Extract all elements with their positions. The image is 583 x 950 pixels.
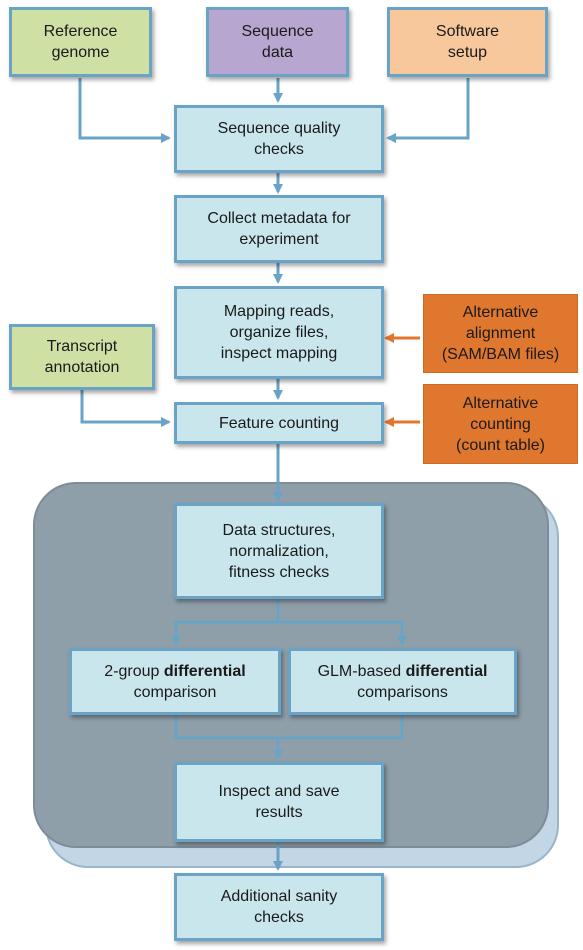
connector-split-right (278, 620, 407, 646)
connector-merge-right (278, 714, 404, 740)
software-setup-box: Software setup (387, 7, 548, 77)
glm-bold: differential (405, 662, 488, 680)
two-group-comparison-text: 2-group differential comparison (104, 661, 245, 703)
collect-metadata-box: Collect metadata for experiment (174, 195, 384, 263)
alternative-alignment-box: Alternative alignment (SAM/BAM files) (423, 294, 578, 373)
reference-genome-label: Reference genome (43, 23, 118, 61)
transcript-annotation-box: Transcript annotation (9, 324, 155, 390)
connector-merge-left (174, 714, 278, 740)
data-structures-box: Data structures, normalization, fitness … (174, 503, 384, 599)
sanity-checks-label: Additional sanity checks (220, 888, 338, 926)
inspect-save-label: Inspect and save results (218, 783, 340, 821)
two-group-comparison-box: 2-group differential comparison (69, 648, 281, 715)
mapping-reads-label: Mapping reads, organize files, inspect m… (220, 303, 338, 362)
two-group-suffix: comparison (133, 683, 217, 701)
quality-checks-label: Sequence quality checks (217, 120, 341, 158)
sanity-checks-box: Additional sanity checks (174, 873, 384, 941)
alternative-counting-box: Alternative counting (count table) (423, 384, 578, 464)
software-setup-label: Software setup (435, 23, 500, 61)
data-structures-label: Data structures, normalization, fitness … (222, 521, 336, 581)
connector-split (171, 598, 280, 646)
sequence-data-label: Sequence data (241, 23, 314, 61)
collect-metadata-label: Collect metadata for experiment (207, 210, 351, 248)
mapping-reads-box: Mapping reads, organize files, inspect m… (174, 286, 384, 379)
arrow-software-to-quality (386, 78, 470, 143)
two-group-prefix: 2-group (104, 662, 164, 680)
reference-genome-box: Reference genome (9, 7, 152, 77)
two-group-bold: differential (163, 662, 246, 680)
transcript-annotation-label: Transcript annotation (44, 338, 120, 376)
quality-checks-box: Sequence quality checks (174, 105, 384, 173)
alternative-alignment-label: Alternative alignment (SAM/BAM files) (441, 304, 560, 363)
glm-comparison-box: GLM-based differential comparisons (288, 648, 517, 715)
sequence-data-box: Sequence data (206, 7, 349, 77)
glm-suffix: comparisons (357, 683, 448, 701)
alternative-counting-label: Alternative counting (count table) (456, 394, 545, 454)
arrow-annotation-to-counting (80, 390, 171, 427)
feature-counting-box: Feature counting (174, 402, 384, 444)
glm-prefix: GLM-based (317, 662, 406, 680)
feature-counting-label: Feature counting (218, 414, 340, 432)
inspect-save-box: Inspect and save results (174, 762, 384, 842)
arrow-reference-to-quality (78, 78, 171, 143)
glm-comparison-text: GLM-based differential comparisons (318, 661, 488, 703)
